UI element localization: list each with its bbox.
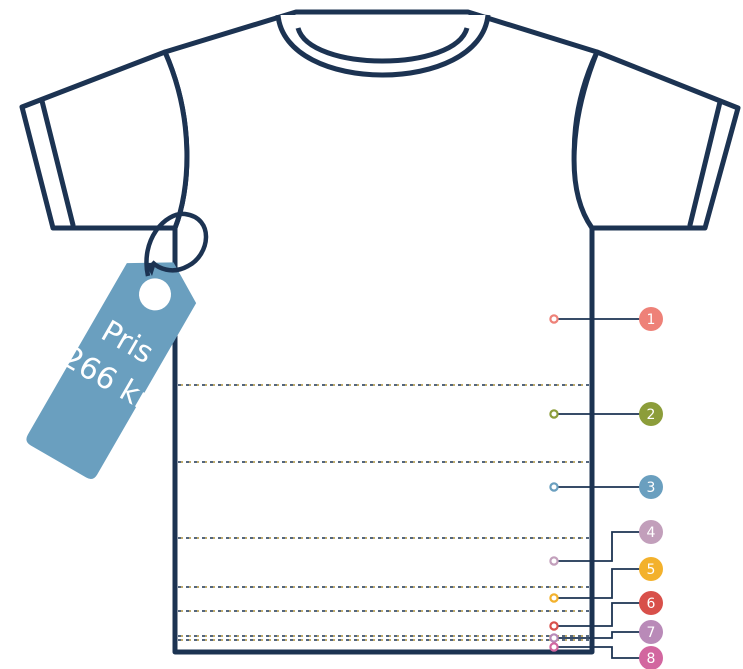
marker-anchor-dot [550,483,557,490]
marker-number: 3 [647,480,656,496]
right-sleeve [574,52,738,228]
marker-anchor-dot [550,622,557,629]
marker-anchor-dot [550,410,557,417]
left-sleeve [22,52,187,228]
tshirt-body [165,12,597,652]
marker-number: 1 [647,312,656,328]
marker-number: 4 [647,525,656,541]
marker-number: 7 [647,625,656,641]
marker-number: 8 [647,651,656,667]
marker-anchor-dot [550,315,557,322]
marker-anchor-dot [550,643,557,650]
marker-anchor-dot [550,557,557,564]
marker-number: 5 [647,562,656,578]
marker-anchor-dot [550,594,557,601]
marker-number: 2 [647,407,656,423]
marker-8: 8 [550,643,663,669]
marker-anchor-dot [550,634,557,641]
marker-number: 6 [647,596,656,612]
